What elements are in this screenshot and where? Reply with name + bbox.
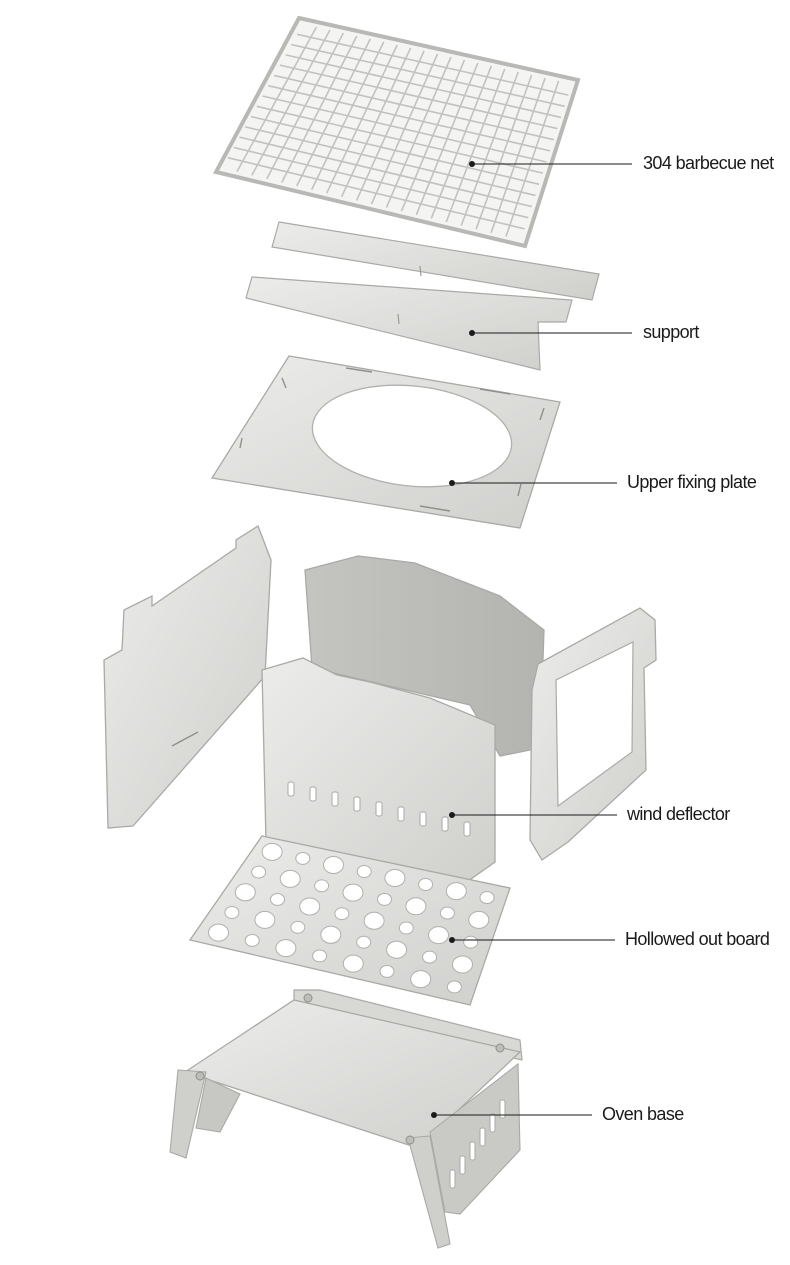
- leader-dots: [431, 161, 475, 1118]
- upper-fixing-plate-illustration: [210, 355, 561, 529]
- vent-slot: [353, 796, 361, 812]
- board-hole: [314, 879, 330, 893]
- board-hole: [342, 883, 364, 902]
- label-support: support: [643, 322, 699, 342]
- base-slot: [499, 1099, 506, 1119]
- wind-deflector-illustration: [103, 525, 657, 887]
- hollowed-out-board-illustration: [188, 835, 511, 1006]
- board-hole: [463, 935, 479, 949]
- net-wire: [227, 156, 525, 230]
- board-hole: [410, 970, 432, 989]
- leader-dot-wind-deflector: [449, 812, 455, 818]
- net-wire: [273, 74, 554, 141]
- vent-slot: [375, 801, 383, 817]
- vent-slot: [287, 781, 295, 797]
- board-hole: [261, 842, 283, 861]
- board-hole: [342, 954, 364, 973]
- leader-dot-hollowed-out-board: [449, 937, 455, 943]
- board-hole: [356, 935, 372, 949]
- base-slot: [449, 1169, 456, 1189]
- board-hole: [452, 955, 473, 974]
- leader-dot-barbecue-net: [469, 161, 475, 167]
- board-hole: [320, 925, 342, 944]
- leader-dot-oven-base: [431, 1112, 437, 1118]
- net-wire: [244, 126, 536, 197]
- base-slot: [479, 1127, 486, 1147]
- board-hole: [384, 869, 406, 887]
- board-hole: [224, 906, 240, 919]
- base-slot: [459, 1155, 466, 1175]
- label-wind-deflector: wind deflector: [627, 804, 730, 824]
- vent-slot: [331, 791, 339, 807]
- board-hole: [251, 865, 267, 879]
- label-upper-fixing-plate: Upper fixing plate: [627, 472, 757, 492]
- board-hole: [446, 980, 462, 994]
- board-hole: [405, 897, 427, 916]
- board-hole: [279, 869, 301, 888]
- vent-slot: [463, 821, 471, 837]
- label-oven-base: Oven base: [602, 1104, 684, 1124]
- leader-dot-upper-fixing-plate: [449, 480, 455, 486]
- board-hole: [428, 926, 449, 945]
- label-barbecue-net: 304 barbecue net: [643, 153, 774, 173]
- board-hole: [363, 911, 385, 930]
- net-wire: [233, 146, 529, 219]
- board-hole: [377, 892, 392, 906]
- board-hole: [398, 921, 414, 935]
- net-wire: [297, 33, 569, 96]
- board-hole: [379, 964, 395, 978]
- net-wire: [250, 115, 540, 186]
- board-hole: [439, 906, 455, 920]
- net-wire: [279, 64, 558, 130]
- board-hole: [299, 897, 321, 916]
- board-hole: [244, 933, 260, 947]
- board-hole: [418, 878, 434, 891]
- net-wire: [285, 54, 562, 119]
- board-hole: [208, 923, 229, 942]
- base-slot: [469, 1141, 476, 1161]
- board-hole: [275, 939, 297, 958]
- board-hole: [295, 851, 311, 865]
- net-wire: [291, 43, 565, 108]
- oven-base-illustration: [169, 989, 523, 1249]
- leader-dot-support: [469, 330, 475, 336]
- board-hole: [334, 907, 350, 921]
- board-hole: [468, 910, 490, 929]
- board-hole: [445, 882, 467, 901]
- vent-slot: [419, 811, 427, 827]
- barbecue-net-illustration: [213, 15, 581, 249]
- board-hole: [479, 891, 495, 905]
- base-slot: [489, 1113, 496, 1133]
- support-bars-illustration: [245, 221, 600, 371]
- board-hole: [270, 892, 285, 906]
- net-wire: [268, 84, 551, 152]
- board-hole: [422, 950, 438, 964]
- vent-slot: [441, 816, 449, 832]
- net-wire: [256, 105, 544, 174]
- leader-lines: [434, 163, 632, 1116]
- vent-slot: [397, 806, 405, 822]
- label-hollowed-out-board: Hollowed out board: [625, 929, 770, 949]
- board-hole: [386, 940, 408, 959]
- board-hole: [312, 949, 328, 963]
- net-wire: [239, 136, 533, 208]
- board-hole: [290, 920, 306, 934]
- board-hole: [323, 856, 344, 874]
- board-hole: [254, 910, 276, 929]
- vent-slot: [309, 786, 317, 802]
- board-hole: [356, 865, 372, 878]
- net-wire: [262, 95, 547, 163]
- board-hole: [234, 883, 256, 902]
